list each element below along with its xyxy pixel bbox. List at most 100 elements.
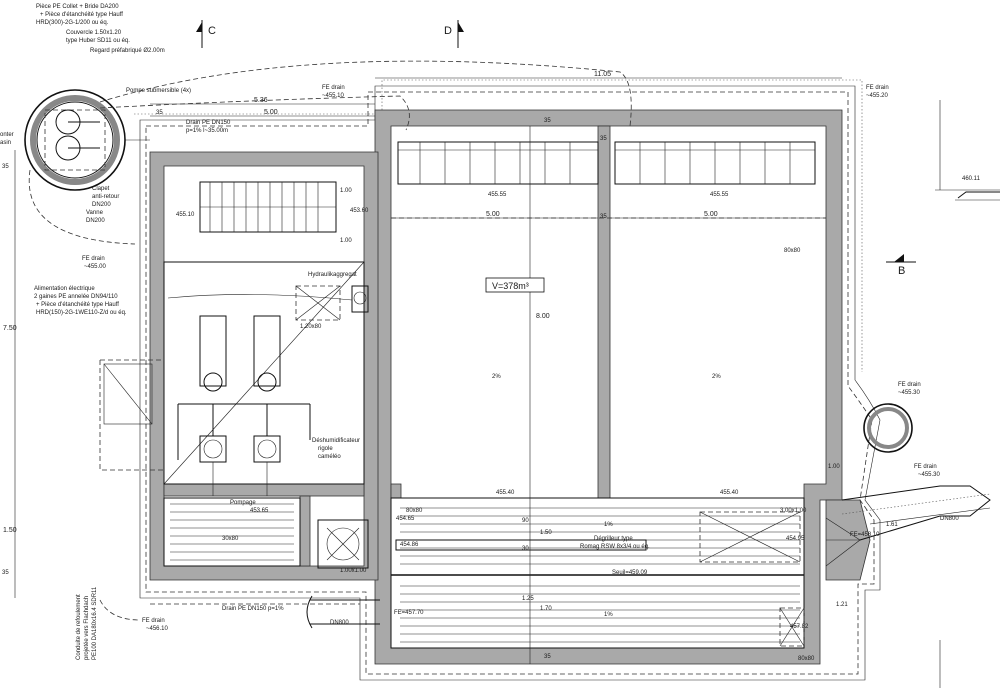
dim-500-top: 5.00 <box>264 109 278 116</box>
left-cut-label2: asin <box>0 140 11 146</box>
level-45486: 454.86 <box>400 542 419 548</box>
dim-30: 30 <box>522 546 529 552</box>
pe-drain-slope: p=1% l~35.00m <box>186 128 228 134</box>
power-annotations: Alimentation électrique 2 gaines PE anne… <box>34 286 127 316</box>
dn800-right: DN800 <box>940 516 959 522</box>
level-45540b: 455.40 <box>720 490 739 496</box>
dim-35-a: 35 <box>156 110 163 116</box>
section-d-label: D <box>444 25 452 37</box>
manhole-annotations: Pièce PE Collet + Bride DA200 + Pièce d'… <box>0 4 191 224</box>
fe-45770: FE=457.70 <box>394 610 424 616</box>
power-l2: 2 gaines PE annelée DN94/110 <box>34 294 118 300</box>
level-45540a: 455.40 <box>496 490 515 496</box>
power-l3: + Pièce d'étanchéité type Hauff <box>36 302 119 308</box>
slope-2a: 2% <box>492 374 501 380</box>
dehum-label2: rigole <box>318 446 333 452</box>
dim-100-c: 1.00 <box>828 464 840 470</box>
size-120x80: 1.20x80 <box>300 324 322 330</box>
section-c-label: C <box>208 25 216 37</box>
seuil-label: Seuil=459.09 <box>612 570 648 576</box>
dim-35-g: 35 <box>2 570 9 576</box>
slope-1b: 1% <box>604 612 613 618</box>
chamber-label: Regard préfabriqué Ø2.00m <box>90 48 165 54</box>
volume-label: V=378m³ <box>492 281 529 291</box>
fe-drain-bottom: FE drain <box>142 618 165 624</box>
level-45465: 454.65 <box>396 516 415 522</box>
foundation-outline <box>134 79 881 681</box>
dimension-annotations: 11.05 5.36 5.00 5.00 5.00 35 35 35 35 35… <box>2 71 981 660</box>
elevation-detail <box>935 100 1000 688</box>
dim-46011: 460.11 <box>962 176 981 182</box>
outflow-annotation: Conduite de refoulement projetée vers Fl… <box>76 586 98 660</box>
dim-90: 90 <box>522 518 529 524</box>
hydraulic-label: Hydraulikaggregat <box>308 272 357 278</box>
power-l4: HRD(150)-2G-1WE110-Z/d ou éq. <box>36 310 127 316</box>
check-valve-label2: anti-retour <box>92 194 119 200</box>
bottom-pipe <box>150 595 380 629</box>
check-valve-label: Clapet <box>92 186 110 192</box>
section-marker-b: B <box>886 254 916 277</box>
cover-type-label: type Huber SD11 ou éq. <box>66 38 130 44</box>
degrilleur-label2: Romag RSW 8x3/4 ou éq. <box>580 544 650 550</box>
dim-125: 1.25 <box>522 596 534 602</box>
dehum-label3: caméléo <box>318 454 341 460</box>
room-annotations: V=378m³ Hydraulikaggregat Déshumidificat… <box>222 248 959 662</box>
dehum-label1: Déshumidificateur <box>312 438 360 444</box>
degrilleur-label: Dégrilleur type <box>594 536 633 542</box>
cover-label: Couvercle 1.50x1.20 <box>66 30 122 36</box>
seal1-label: + Pièce d'étanchéité type Hauff <box>40 12 123 18</box>
section-b-label: B <box>898 265 905 277</box>
check-valve-dn: DN200 <box>92 202 111 208</box>
dim-35-b: 35 <box>544 118 551 124</box>
left-cut-label1: onter <box>0 132 14 138</box>
slope-2b: 2% <box>712 374 721 380</box>
fe-45810: FE=458.10 <box>850 532 880 538</box>
valve-dn: DN200 <box>86 218 105 224</box>
dim-170: 1.70 <box>540 606 552 612</box>
lower-channel <box>163 497 805 649</box>
manhole-chamber <box>24 89 150 191</box>
dim-100-a: 1.00 <box>340 188 352 194</box>
lvl-45520: ~455.20 <box>866 93 889 99</box>
dim-536: 5.36 <box>254 97 268 104</box>
section-marker-d: D <box>444 20 464 48</box>
dim-35-e: 35 <box>544 654 551 660</box>
dim-161: 1.61 <box>886 522 898 528</box>
pumping-label: Pompage <box>230 500 256 506</box>
drain-annotations: FE drain ~455.10 FE drain ~455.20 FE dra… <box>82 85 941 632</box>
pe-drain-label: Drain PE DN150 <box>186 120 231 126</box>
dim-150b: 1.50 <box>540 530 552 536</box>
level-45495: 454.95 <box>786 536 805 542</box>
level-45555a: 455.55 <box>488 192 507 198</box>
dim-500-right: 5.00 <box>704 211 718 218</box>
dim-750: 7.50 <box>3 325 17 332</box>
section-marker-c: C <box>196 20 216 48</box>
outflow-l1: Conduite de refoulement <box>76 594 82 660</box>
level-45555b: 455.55 <box>710 192 729 198</box>
fe-drain-top: FE drain <box>322 85 345 91</box>
level-45365: 453.65 <box>250 508 269 514</box>
level-annotations: 455.55 455.55 455.40 455.40 453.65 454.6… <box>250 192 809 630</box>
lvl-45500: ~455.00 <box>84 264 107 270</box>
dim-1105: 11.05 <box>594 71 611 78</box>
valve-label: Vanne <box>86 210 104 216</box>
pump-2 <box>253 315 281 463</box>
pipe-arcs <box>28 60 632 621</box>
pe-drain-bottom: Drain PE DN150 p=1% <box>222 606 284 612</box>
fe-drain-right2: FE drain <box>914 464 937 470</box>
lvl-45530b: ~455.30 <box>918 472 941 478</box>
dim-35-d: 35 <box>600 214 607 220</box>
size-80x80b: 80x80 <box>406 508 423 514</box>
dn800-bottom: DN800 <box>330 620 349 626</box>
size-80x80c: 80x80 <box>798 656 815 662</box>
lvl-45530: ~455.30 <box>898 390 921 396</box>
dim-45510: 455.10 <box>176 212 195 218</box>
size-80x80a: 80x80 <box>784 248 801 254</box>
dim-100-b: 1.00 <box>340 238 352 244</box>
size-30x80: 30x80 <box>222 536 239 542</box>
slope-1a: 1% <box>604 522 613 528</box>
inlet-manhole <box>825 403 991 581</box>
fe-drain-top-right: FE drain <box>866 85 889 91</box>
dim-35-c: 35 <box>600 136 607 142</box>
